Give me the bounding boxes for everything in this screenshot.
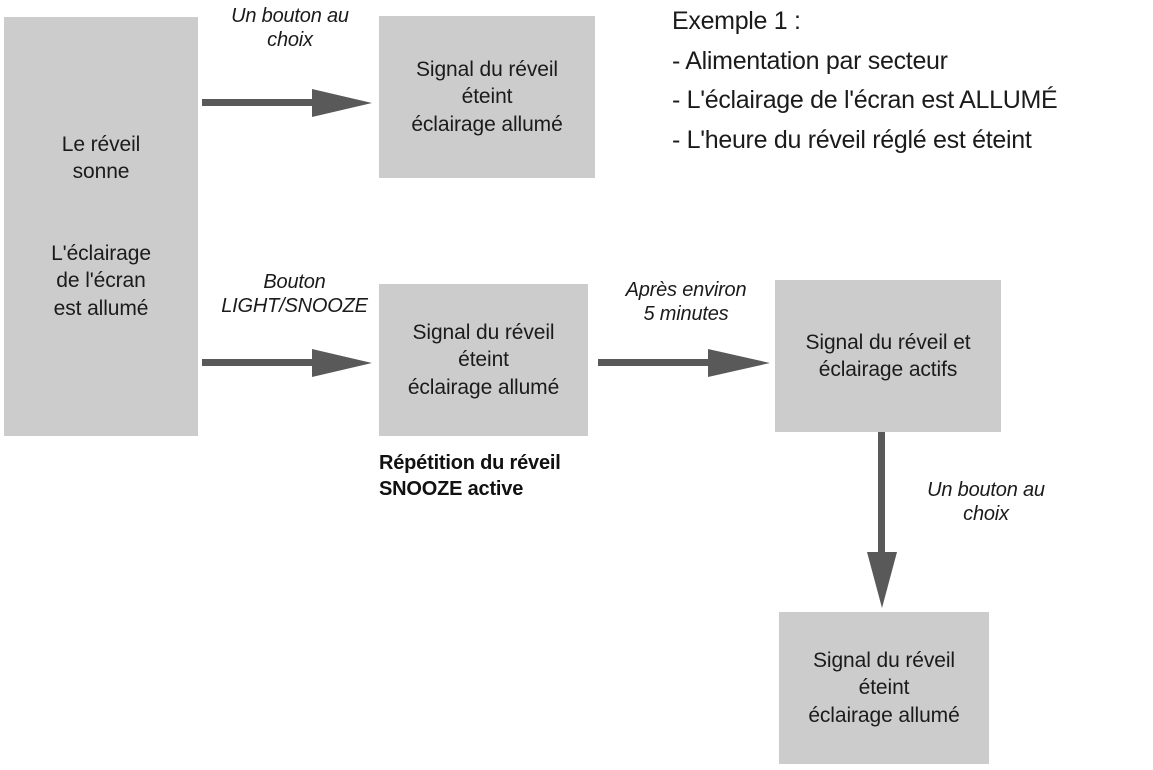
box-alarm-off-light-on-bottom: Signal du réveil éteint éclairage allumé bbox=[779, 612, 989, 764]
box-alarm-off-light-on-bottom-line3: éclairage allumé bbox=[808, 703, 960, 727]
arrow-light-snooze-button bbox=[202, 348, 374, 378]
box-alarm-light-active-text: Signal du réveil et éclairage actifs bbox=[781, 329, 995, 384]
edge-label-any-button-bottom-line1: Un bouton au bbox=[927, 479, 1045, 501]
edge-label-light-snooze-line1: Bouton bbox=[263, 271, 326, 293]
box-snooze-state-line3: éclairage allumé bbox=[407, 375, 560, 399]
box-snooze-state-text: Signal du réveil éteint éclairage allumé bbox=[385, 319, 582, 401]
legend-item-alarm-time: - L'heure du réveil réglé est éteint bbox=[672, 125, 1032, 154]
box-alarm-off-light-on-top-text: Signal du réveil éteint éclairage allumé bbox=[385, 56, 589, 138]
box-snooze-state: Signal du réveil éteint éclairage allumé bbox=[379, 284, 588, 436]
edge-label-any-button-top-line2: choix bbox=[267, 29, 313, 52]
edge-label-light-snooze-button: Bouton LIGHT/SNOOZE bbox=[212, 270, 377, 319]
edge-label-any-button-bottom-line2: choix bbox=[963, 503, 1009, 526]
box-alarm-ringing-text: Le réveil sonne L'éclairage de l'écran e… bbox=[10, 131, 192, 322]
legend-title: Exemple 1 : bbox=[672, 7, 801, 35]
legend-item-screen-light: - L'éclairage de l'écran est ALLUMÉ bbox=[672, 86, 1058, 114]
box-alarm-off-light-on-top-line3: éclairage allumé bbox=[411, 112, 563, 136]
box-alarm-light-active-line2: éclairage actifs bbox=[818, 358, 958, 381]
caption-snooze-line1: Répétition du réveil bbox=[379, 452, 561, 474]
box-snooze-state-line2: éteint bbox=[458, 348, 509, 372]
caption-snooze-line2: SNOOZE active bbox=[379, 478, 524, 500]
box-alarm-off-light-on-bottom-line2: éteint bbox=[858, 676, 910, 700]
box-alarm-ringing-line4: de l'écran bbox=[56, 269, 146, 293]
edge-label-after-5-minutes: Après environ 5 minutes bbox=[600, 278, 772, 327]
edge-label-after-5-min-line2: 5 minutes bbox=[643, 303, 729, 326]
box-alarm-off-light-on-top-line2: éteint bbox=[461, 85, 513, 109]
box-alarm-ringing-line5: est allumé bbox=[53, 296, 149, 320]
box-alarm-ringing-line2: sonne bbox=[72, 160, 130, 184]
box-alarm-light-active-line1: Signal du réveil et bbox=[805, 330, 971, 354]
box-alarm-ringing-line3: L'éclairage bbox=[51, 242, 151, 266]
box-snooze-state-line1: Signal du réveil bbox=[412, 321, 555, 345]
edge-label-any-button-bottom: Un bouton au choix bbox=[898, 478, 1074, 527]
box-alarm-off-light-on-top-line1: Signal du réveil bbox=[416, 58, 558, 82]
edge-label-any-button-top: Un bouton au choix bbox=[205, 4, 375, 53]
legend-example-1: Exemple 1 : - Alimentation par secteur -… bbox=[672, 2, 1153, 160]
box-alarm-off-light-on-bottom-text: Signal du réveil éteint éclairage allumé bbox=[785, 647, 983, 729]
box-alarm-ringing: Le réveil sonne L'éclairage de l'écran e… bbox=[4, 17, 198, 436]
box-alarm-off-light-on-bottom-line1: Signal du réveil bbox=[813, 649, 955, 673]
arrow-after-5-minutes bbox=[598, 348, 778, 378]
arrow-any-button-bottom bbox=[866, 432, 898, 610]
caption-snooze-active: Répétition du réveil SNOOZE active bbox=[379, 450, 679, 502]
edge-label-after-5-min-line1: Après environ bbox=[625, 279, 747, 301]
box-alarm-ringing-line1: Le réveil bbox=[61, 132, 141, 156]
box-alarm-light-active: Signal du réveil et éclairage actifs bbox=[775, 280, 1001, 432]
edge-label-any-button-top-line1: Un bouton au bbox=[231, 5, 349, 27]
box-alarm-off-light-on-top: Signal du réveil éteint éclairage allumé bbox=[379, 16, 595, 178]
legend-item-power-source: - Alimentation par secteur bbox=[672, 46, 948, 75]
arrow-any-button-top bbox=[202, 88, 374, 118]
edge-label-light-snooze-line2: LIGHT/SNOOZE bbox=[221, 295, 368, 318]
